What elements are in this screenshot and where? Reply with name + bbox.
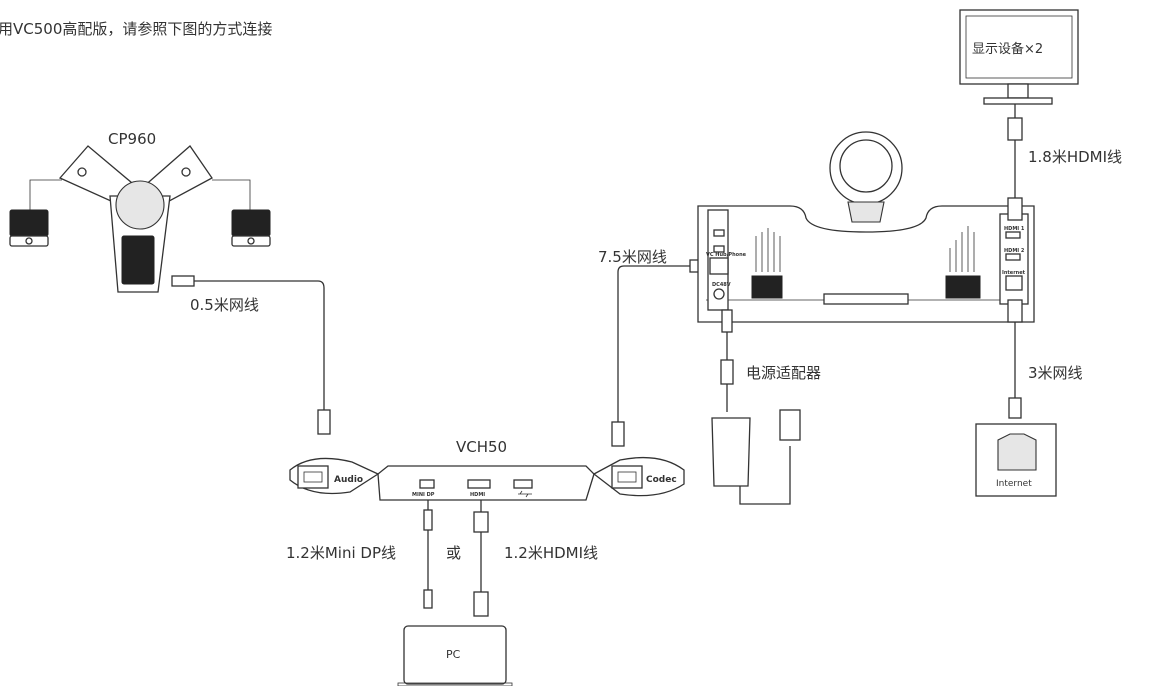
codec-port-callout: [592, 456, 685, 497]
vc500-codec: VC Hub/Phone DC48V HDMI 1 HDMI 2 Interne…: [697, 131, 1035, 323]
cp960-screen: [121, 235, 155, 285]
cable-label-minidp: 1.2米Mini DP线: [286, 544, 396, 562]
header-text: 用VC500高配版，请参照下图的方式连接: [0, 20, 272, 38]
cable-hdmi-display: [1007, 104, 1023, 221]
rj45-connector-top: [171, 275, 195, 287]
rj45-connector-bottom: [317, 409, 331, 435]
cable-label-codec: 7.5米网线: [598, 248, 667, 266]
internet-label: Internet: [996, 479, 1032, 489]
cable-cp960-audio: [171, 275, 331, 435]
hdmi2-port: [1005, 253, 1021, 261]
power-brick: [711, 417, 751, 487]
port-label-internet: Internet: [1002, 270, 1026, 276]
cp960-right-mic-dot: [181, 167, 191, 177]
cable-label-cp960: 0.5米网线: [190, 296, 259, 314]
hdmi1-port: [1005, 231, 1021, 239]
expansion-mic-right: [212, 179, 271, 247]
power-ferrite: [720, 359, 734, 385]
cable-minidp: [423, 500, 433, 609]
cp960-speaker: [115, 180, 165, 230]
ethernet-jack-icon: [611, 465, 643, 489]
rj45-connector-codec: [611, 421, 625, 447]
usb-port-icon: [513, 479, 533, 489]
cp960-left-mic-dot: [77, 167, 87, 177]
power-plug-icon: [779, 409, 801, 441]
hdmi-port-icon: [467, 479, 491, 489]
laptop-screen: [403, 625, 507, 685]
vc-hub-port: [709, 257, 729, 275]
vc500-camera-lens: [839, 139, 893, 193]
cable-label-internet: 3米网线: [1028, 364, 1083, 382]
cable-label-or: 或: [446, 544, 461, 562]
display-screen: [959, 9, 1079, 85]
usb-port-2: [713, 245, 725, 253]
minidp-port-icon: [419, 479, 435, 489]
audio-port-callout: [289, 457, 380, 495]
cable-internet: [1007, 299, 1023, 419]
internet-wall-jack: [975, 423, 1057, 497]
pc-label: PC: [446, 648, 461, 661]
port-label-minidp: MINI DP: [412, 492, 435, 498]
port-label-audio: Audio: [334, 475, 363, 485]
cable-hdmi-pc: [473, 500, 489, 617]
ethernet-jack-icon: [297, 465, 329, 489]
vc500-left-block: [751, 275, 783, 299]
power-adapter: [711, 309, 801, 505]
port-label-dc: DC48V: [712, 282, 731, 288]
cable-label-hdmi-display: 1.8米HDMI线: [1028, 148, 1122, 166]
expansion-mic-left: [9, 179, 62, 247]
vch50-label: VCH50: [456, 438, 507, 456]
port-label-hdmi1: HDMI 1: [1004, 226, 1025, 232]
vc500-right-block: [945, 275, 981, 299]
cp960-label: CP960: [108, 130, 156, 148]
cable-codec-vc500: [611, 259, 713, 447]
cable-label-hdmi-pc: 1.2米HDMI线: [504, 544, 598, 562]
port-label-hdmi: HDMI: [470, 492, 485, 498]
internet-port: [1005, 275, 1023, 291]
pc-laptop: [397, 625, 513, 686]
port-label-codec: Codec: [646, 475, 677, 485]
dc-port: [713, 288, 725, 300]
display-monitor: [959, 9, 1079, 105]
port-label-vchub: VC Hub/Phone: [706, 252, 747, 258]
port-label-hdmi2: HDMI 2: [1004, 248, 1025, 254]
cable-label-power: 电源适配器: [746, 364, 821, 382]
cp960-phone: [58, 145, 213, 293]
usb-port-1: [713, 229, 725, 237]
ethernet-jack-icon: [997, 433, 1037, 471]
usb-icon: [518, 490, 532, 498]
vch50-hub: MINI DP HDMI: [377, 465, 595, 501]
display-label: 显示设备×2: [972, 41, 1043, 57]
